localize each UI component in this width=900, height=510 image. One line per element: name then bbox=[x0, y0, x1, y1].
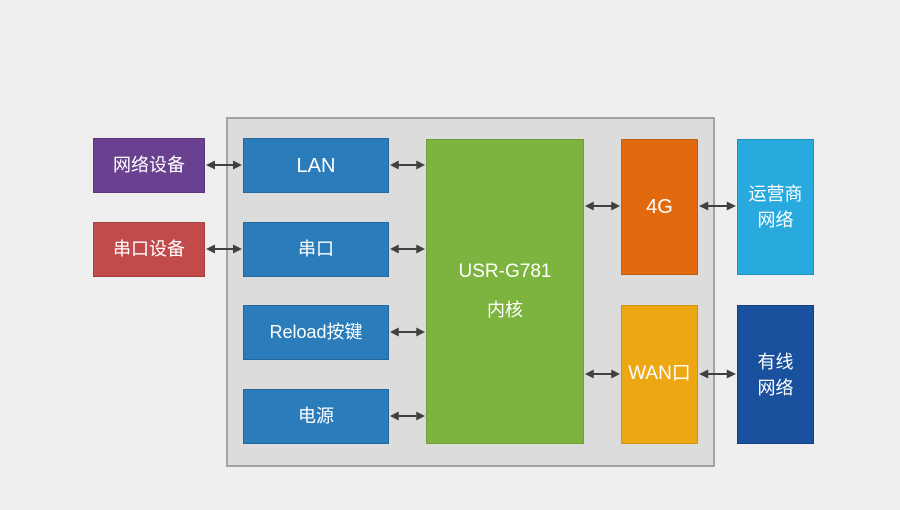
serial-device-box: 串口设备 bbox=[93, 222, 205, 277]
core-kernel-label: 内核 bbox=[487, 300, 523, 321]
power-box: 电源 bbox=[243, 389, 389, 444]
wired-network-box: 有线网络 bbox=[737, 305, 814, 444]
network-device-box: 网络设备 bbox=[93, 138, 205, 193]
arrow-core-4g bbox=[585, 201, 620, 211]
arrow-4g-carrier bbox=[699, 201, 736, 211]
arrow-reload-core bbox=[390, 327, 425, 337]
power-label: 电源 bbox=[298, 405, 334, 426]
wan-box: WAN口 bbox=[621, 305, 698, 444]
arrow-core-wan bbox=[585, 369, 620, 379]
lan-box: LAN bbox=[243, 138, 389, 193]
arrow-network-device-lan bbox=[206, 160, 242, 170]
4g-label: 4G bbox=[646, 196, 673, 218]
arrow-serial-core bbox=[390, 244, 425, 254]
4g-box: 4G bbox=[621, 139, 698, 275]
arrow-serial-device-serial bbox=[206, 244, 242, 254]
carrier-network-box: 运营商网络 bbox=[737, 139, 814, 275]
serial-device-label: 串口设备 bbox=[113, 238, 185, 259]
arrow-wan-wired bbox=[699, 369, 736, 379]
arrow-lan-core bbox=[390, 160, 425, 170]
arrow-power-core bbox=[390, 411, 425, 421]
reload-button-box: Reload按键 bbox=[243, 305, 389, 360]
wired-network-label: 有线网络 bbox=[757, 351, 794, 398]
wan-label: WAN口 bbox=[628, 363, 691, 385]
reload-button-label: Reload按键 bbox=[269, 321, 363, 342]
serial-port-label: 串口 bbox=[298, 238, 334, 259]
network-device-label: 网络设备 bbox=[113, 154, 185, 175]
lan-label: LAN bbox=[296, 154, 336, 177]
carrier-network-label: 运营商网络 bbox=[748, 184, 803, 230]
core-box: USR-G781 内核 bbox=[426, 139, 584, 444]
serial-port-box: 串口 bbox=[243, 222, 389, 277]
core-model-label: USR-G781 bbox=[458, 261, 552, 283]
